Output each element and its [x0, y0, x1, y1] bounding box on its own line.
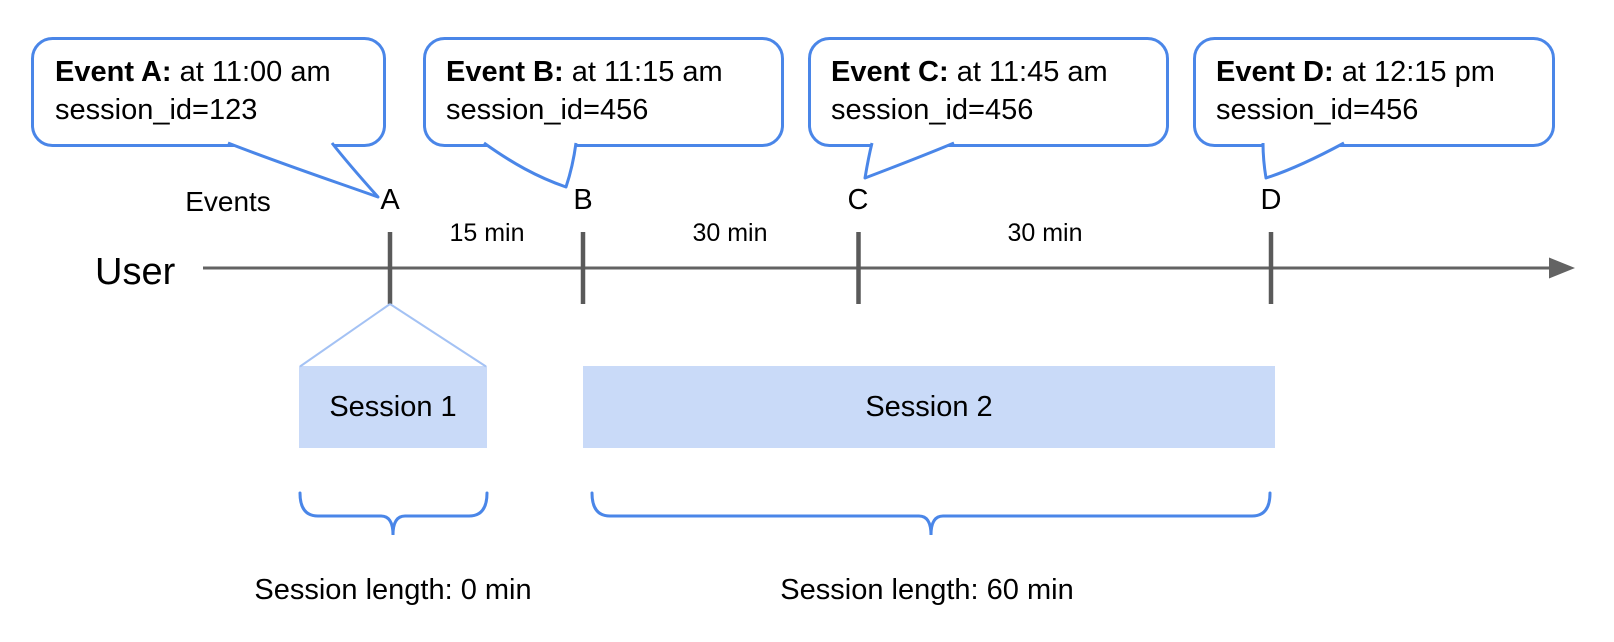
callout-tail-a	[227, 141, 380, 199]
event-letter-a: A	[380, 184, 400, 216]
callout-detail-d: session_id=456	[1216, 94, 1419, 126]
session-length-label-2: Session length: 60 min	[780, 574, 1074, 606]
callout-title-bold-a: Event A:	[55, 56, 172, 88]
session1-bar-label: Session 1	[329, 390, 457, 423]
session2-brace	[590, 491, 1272, 536]
event-letter-b: B	[573, 184, 593, 216]
session1-funnel-line-left	[299, 303, 391, 368]
callout-title-bold-d: Event D:	[1216, 56, 1334, 88]
callout-bubble-a	[31, 37, 386, 147]
events-axis-label: Events	[185, 186, 271, 217]
session2-bar-label: Session 2	[865, 390, 993, 423]
session1-bar: Session 1	[299, 366, 487, 448]
event-letter-c: C	[847, 184, 869, 216]
event-letter-d: D	[1260, 184, 1282, 216]
user-axis-label: User	[95, 251, 176, 293]
callout-title-rest-a: at 11:00 am	[171, 56, 331, 88]
callout-tail-b	[483, 141, 578, 189]
callout-text-c: Event C: at 11:45 am session_id=456	[831, 53, 1108, 129]
callout-tail-d	[1261, 141, 1345, 180]
callout-title-b: Event B: at 11:15 am	[446, 53, 723, 91]
callout-title-bold-b: Event B:	[446, 56, 564, 88]
callout-bubble-c	[808, 37, 1169, 147]
callout-title-d: Event D: at 12:15 pm	[1216, 53, 1495, 91]
callout-title-rest-c: at 11:45 am	[948, 56, 1108, 88]
callout-title-rest-d: at 12:15 pm	[1333, 56, 1495, 88]
callout-bubble-b	[423, 37, 784, 147]
callout-text-d: Event D: at 12:15 pm session_id=456	[1216, 53, 1495, 129]
callout-title-a: Event A: at 11:00 am	[55, 53, 331, 91]
callout-text-b: Event B: at 11:15 am session_id=456	[446, 53, 723, 129]
callout-text-a: Event A: at 11:00 am session_id=123	[55, 53, 331, 129]
timeline-arrowhead-icon	[1549, 257, 1575, 279]
session2-bar: Session 2	[583, 366, 1275, 448]
session1-funnel-line-right	[389, 303, 487, 368]
callout-detail-c: session_id=456	[831, 94, 1034, 126]
callout-bubble-d	[1193, 37, 1555, 147]
session-length-label-1: Session length: 0 min	[254, 574, 532, 606]
interval-label-ab: 15 min	[449, 219, 525, 247]
callout-tail-c	[863, 141, 955, 180]
session1-brace	[298, 491, 489, 536]
callout-title-rest-b: at 11:15 am	[563, 56, 723, 88]
interval-label-cd: 30 min	[1007, 219, 1083, 247]
callout-title-c: Event C: at 11:45 am	[831, 53, 1108, 91]
callout-detail-b: session_id=456	[446, 94, 649, 126]
interval-label-bc: 30 min	[692, 219, 768, 247]
callout-title-bold-c: Event C:	[831, 56, 949, 88]
callout-detail-a: session_id=123	[55, 94, 258, 126]
